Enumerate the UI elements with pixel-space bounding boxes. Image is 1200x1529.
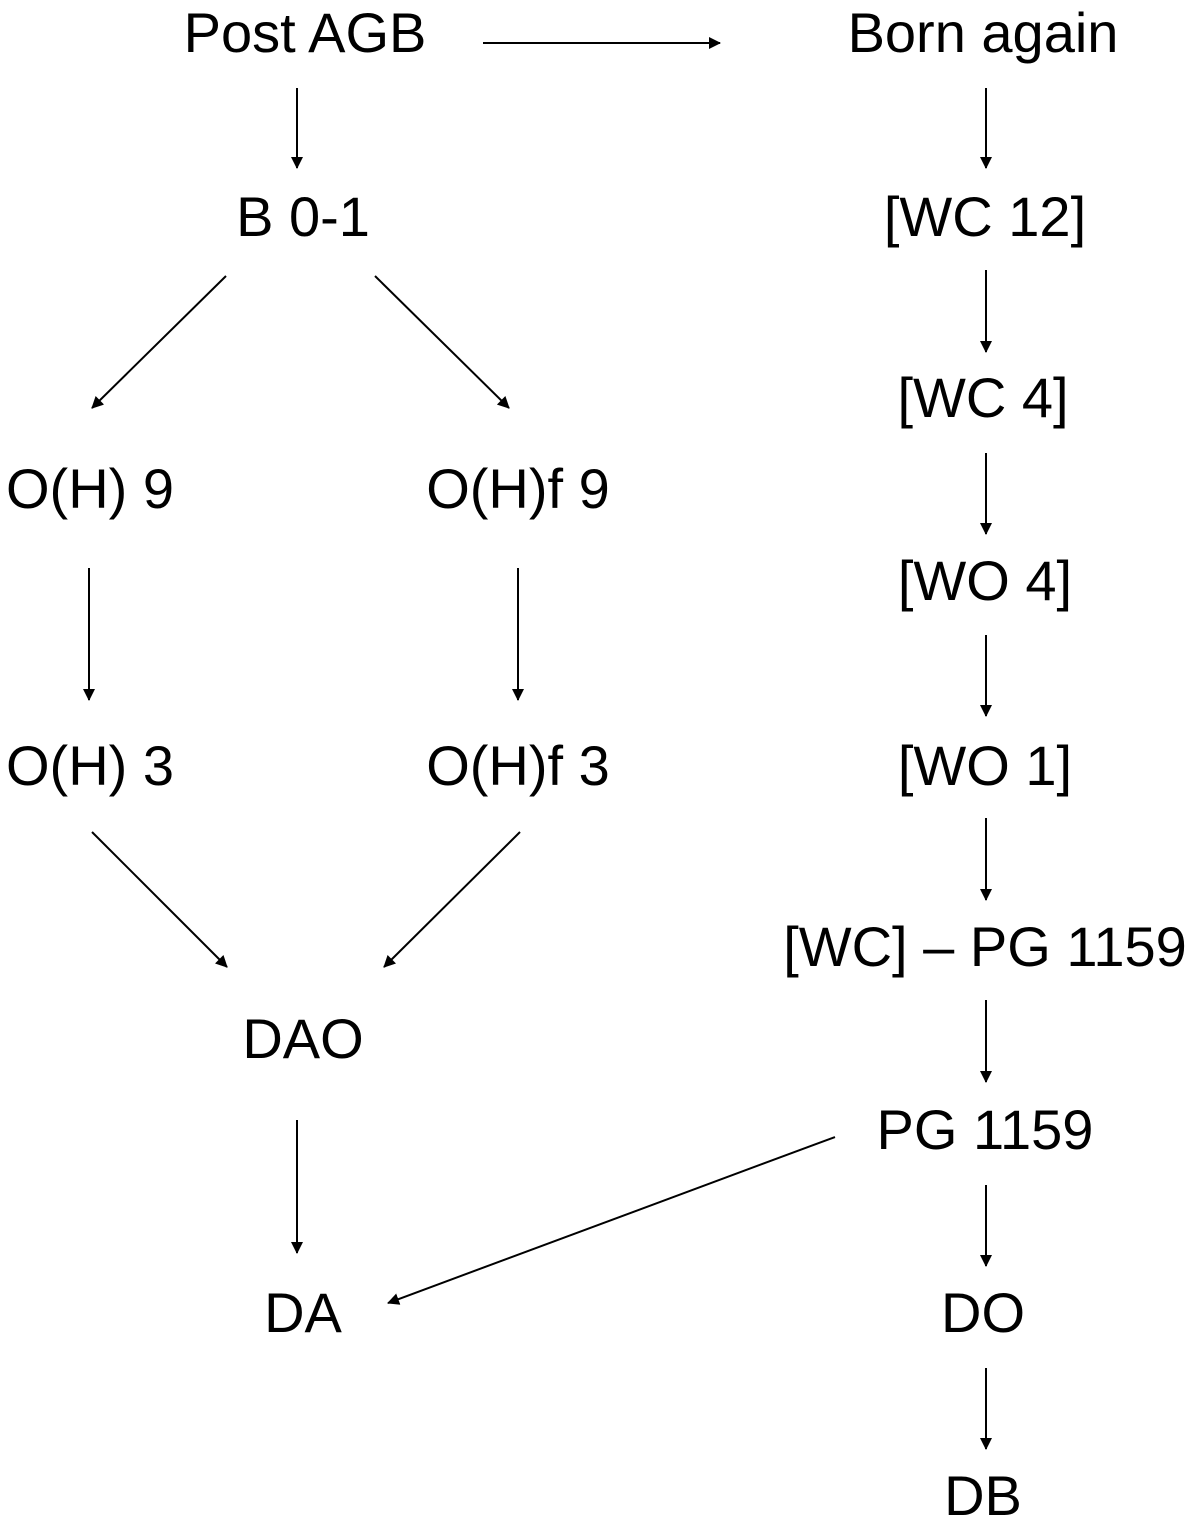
edge-b01-to-oh9	[91, 275, 227, 409]
edge-ohf3-to-dao	[383, 831, 521, 968]
edge-pg1159-to-da	[387, 1136, 836, 1305]
node-post-agb: Post AGB	[184, 1, 427, 64]
node-wc-pg1159: [WC] – PG 1159	[783, 915, 1187, 978]
node-born-again: Born again	[848, 1, 1119, 64]
node-wo1: [WO 1]	[898, 734, 1072, 797]
node-db: DB	[944, 1464, 1022, 1527]
node-da: DA	[264, 1281, 342, 1344]
node-wo4: [WO 4]	[898, 549, 1072, 612]
node-oh3: O(H) 3	[6, 734, 174, 797]
node-dao: DAO	[242, 1007, 363, 1070]
node-b01: B 0-1	[236, 185, 370, 248]
node-pg1159: PG 1159	[877, 1098, 1094, 1161]
node-ohf3: O(H)f 3	[426, 734, 610, 797]
edge-oh3-to-dao	[91, 831, 228, 968]
node-ohf9: O(H)f 9	[426, 457, 610, 520]
node-do: DO	[941, 1281, 1025, 1344]
node-wc12: [WC 12]	[884, 185, 1086, 248]
node-wc4: [WC 4]	[897, 366, 1068, 429]
node-oh9: O(H) 9	[6, 457, 174, 520]
edges	[83, 37, 992, 1450]
edge-b01-to-ohf9	[374, 275, 510, 409]
nodes: Post AGB Born again B 0-1 O(H) 9 O(H)f 9…	[6, 1, 1187, 1527]
